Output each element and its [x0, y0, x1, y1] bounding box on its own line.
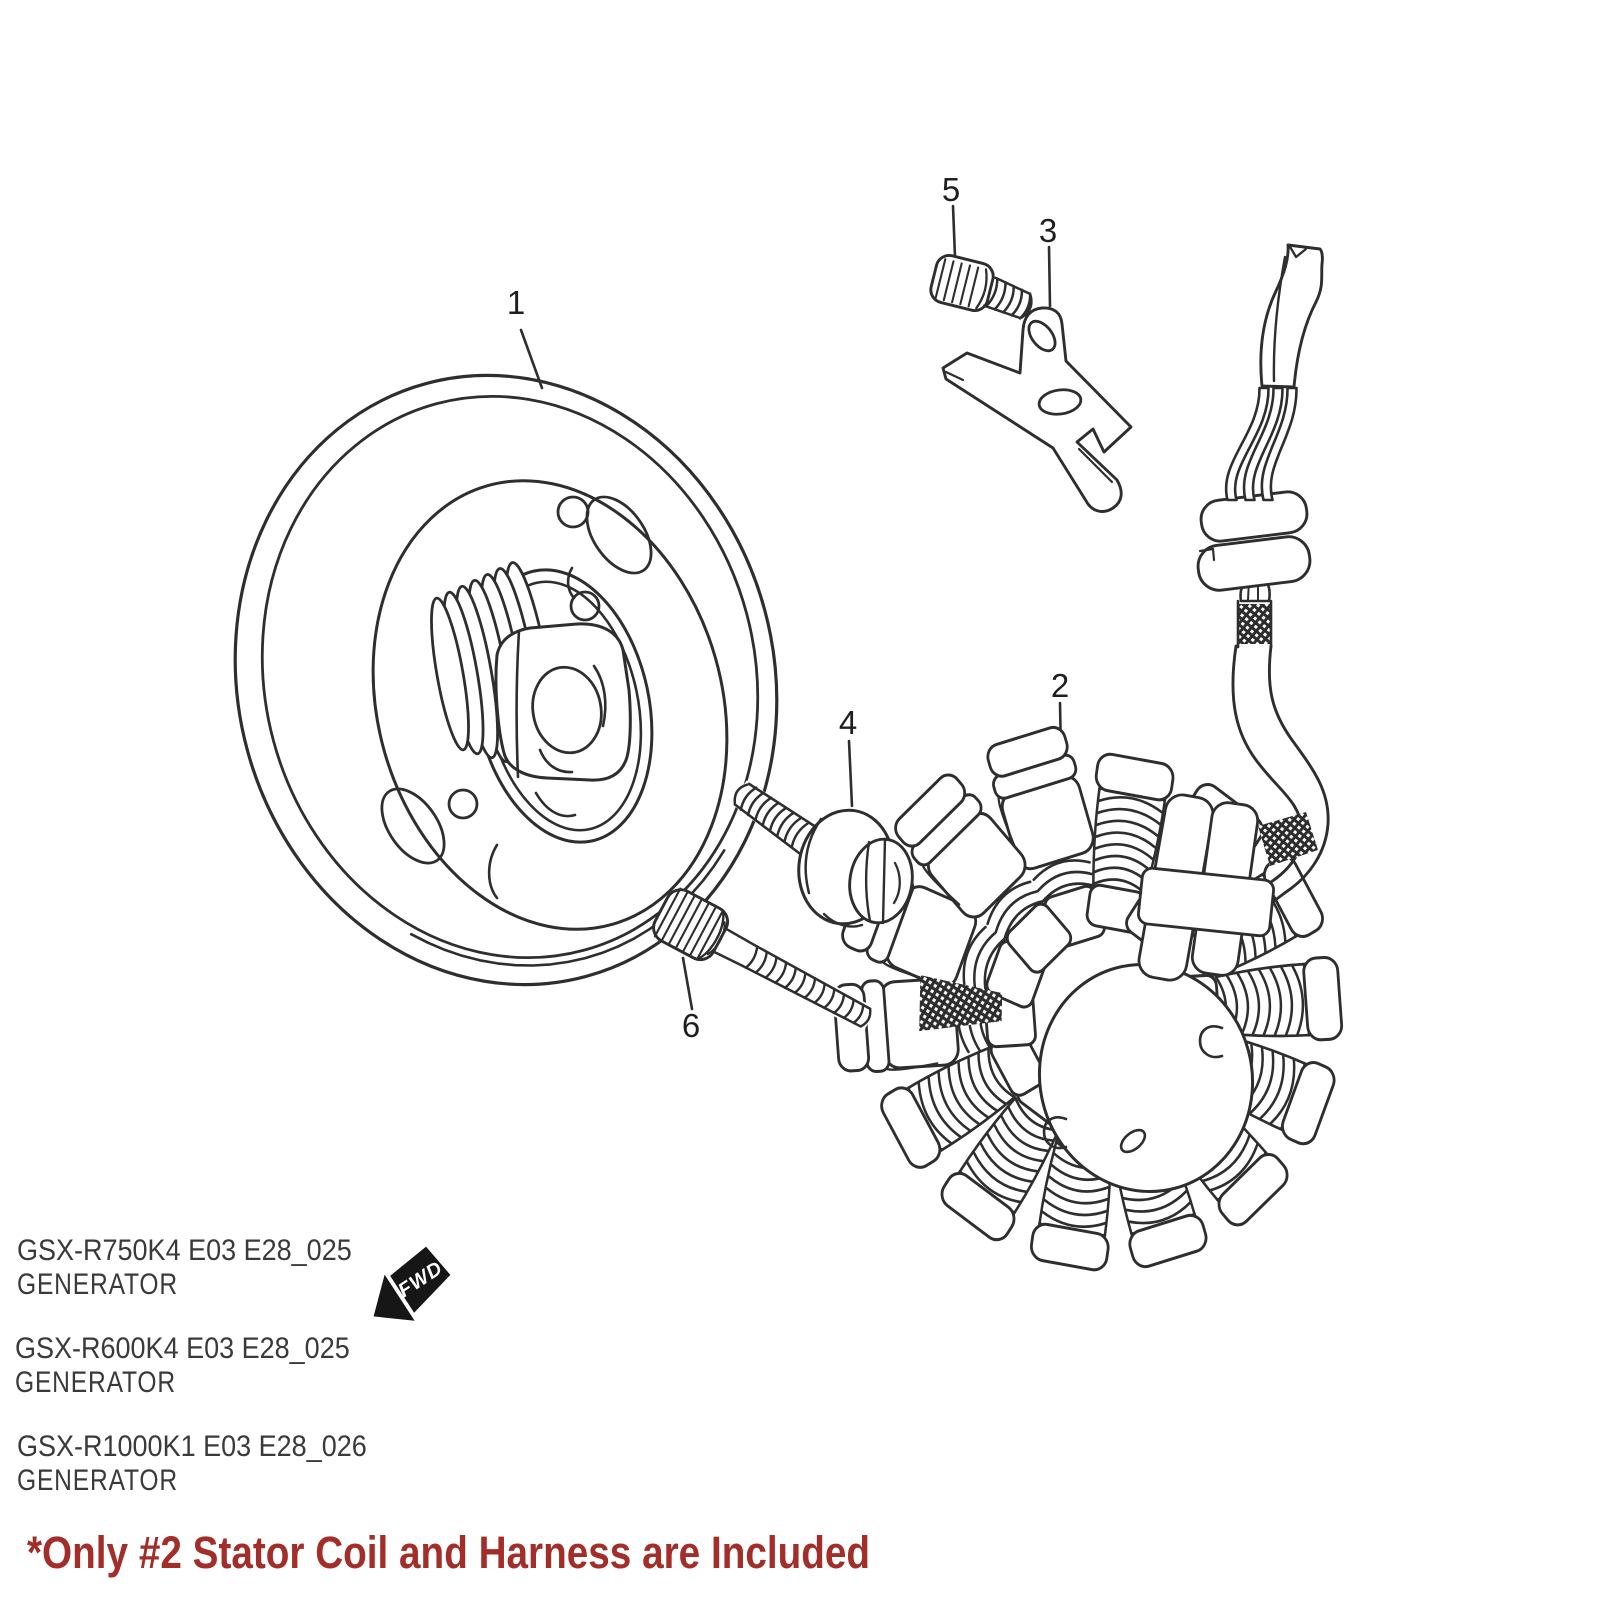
callout-4: 4	[838, 704, 858, 741]
bracket-drawing	[941, 306, 1133, 513]
model-code-label: GENERATOR	[15, 1366, 176, 1399]
flywheel-rim-lip	[260, 394, 760, 960]
harness-wires	[1224, 386, 1298, 502]
included-note: *Only #2 Stator Coil and Harness are Inc…	[27, 1527, 871, 1578]
model-code: GSX-R600K4 E03 E28_025	[15, 1332, 350, 1365]
callout-3: 3	[1038, 212, 1058, 249]
model-code-label: GENERATOR	[17, 1464, 178, 1497]
fwd-arrow	[373, 1246, 451, 1321]
model-code-block-3: GSX-R1000K1 E03 E28_026 GENERATOR	[17, 1430, 406, 1498]
callout-1: 1	[506, 284, 526, 321]
model-code-block-1: GSX-R750K4 E03 E28_025 GENERATOR	[17, 1234, 389, 1302]
model-code: GSX-R1000K1 E03 E28_026	[17, 1430, 367, 1463]
flywheel-outer-rim	[233, 373, 779, 987]
wire-harness-drawing	[1231, 644, 1330, 912]
flange-bolt-drawing	[730, 780, 914, 928]
flywheel-rotor-drawing	[233, 373, 779, 987]
harness-grommet	[1196, 490, 1312, 592]
cap-bolt-drawing	[652, 887, 876, 1032]
flywheel-face-opening	[371, 479, 729, 931]
stator-plate-face	[1037, 963, 1255, 1193]
callout-5: 5	[941, 171, 961, 208]
screw-drawing	[929, 254, 1033, 320]
callout-2: 2	[1050, 667, 1070, 704]
stator-terminal-block	[1137, 793, 1318, 982]
model-code-block-2: GSX-R600K4 E03 E28_025 GENERATOR	[15, 1332, 387, 1400]
callout-6: 6	[681, 1007, 701, 1044]
leader-lines	[519, 204, 1063, 1011]
harness-sleeve	[1259, 243, 1324, 389]
wire-harness-upper	[1196, 243, 1324, 649]
stator-coil-drawing	[832, 725, 1344, 1272]
hub-nut	[494, 622, 632, 782]
model-code-label: GENERATOR	[17, 1268, 178, 1301]
stator-mounting-plate	[1037, 963, 1255, 1193]
stator-coil	[894, 773, 1073, 974]
model-code: GSX-R750K4 E03 E28_025	[17, 1234, 352, 1267]
